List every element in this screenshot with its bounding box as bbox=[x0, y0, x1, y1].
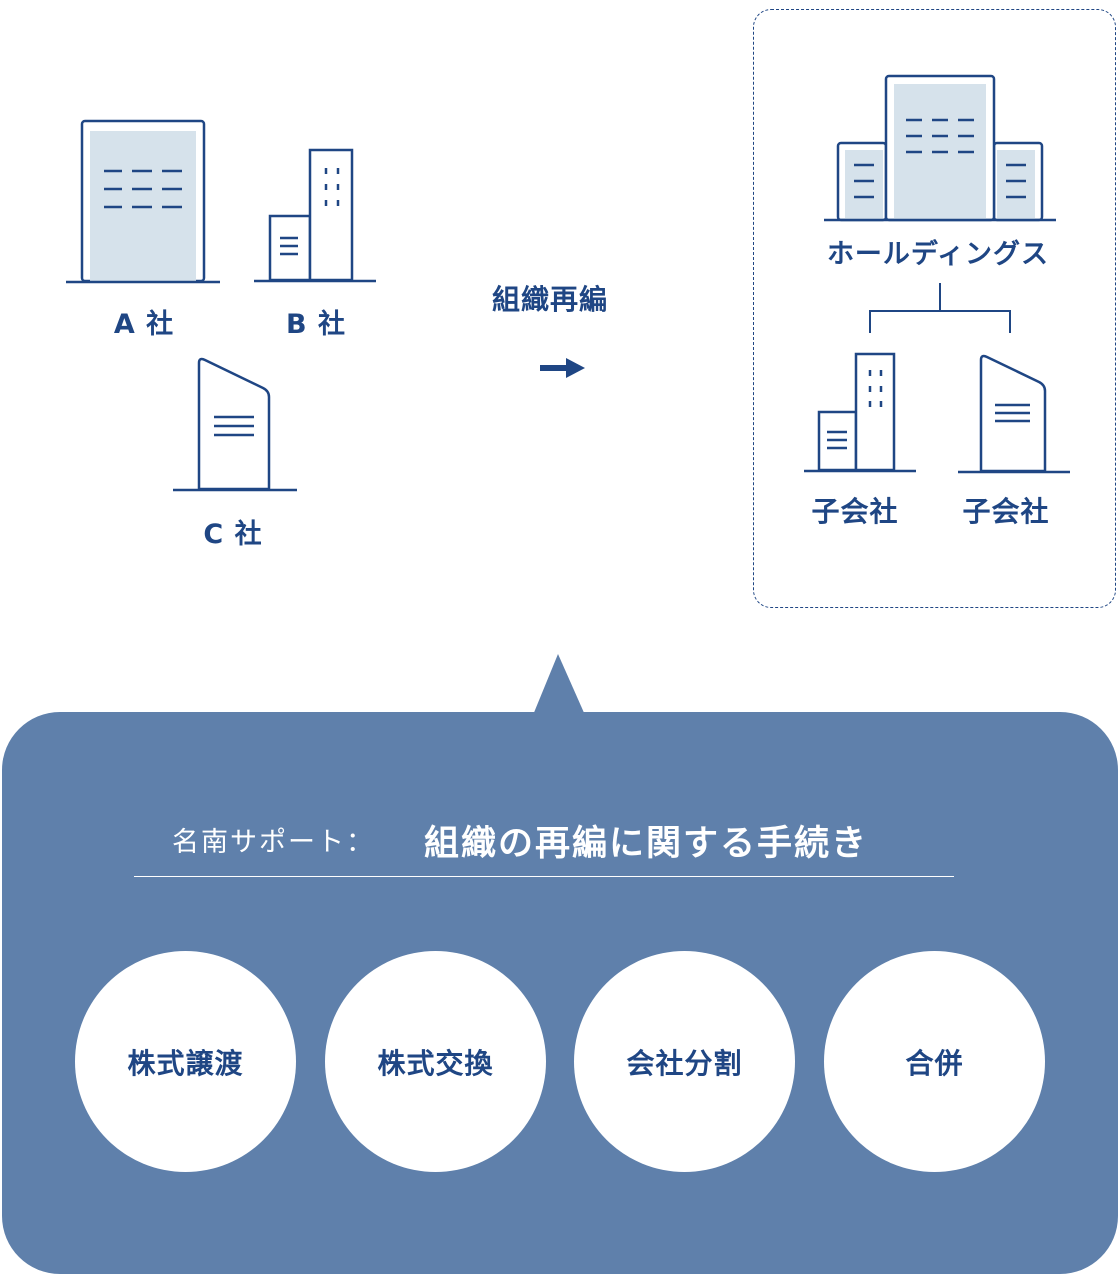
subsidiary-2-label: 子会社 bbox=[962, 495, 1050, 528]
panel-title-prefix: 名南サポート： bbox=[172, 827, 375, 858]
panel-title-main: 組織の再編に関する手続き bbox=[424, 824, 869, 864]
reorganization-label: 組織再編 bbox=[492, 283, 609, 316]
procedure-share-exchange: 株式交換 bbox=[325, 951, 546, 1172]
company-c-building-icon bbox=[173, 357, 297, 492]
arrow-right-icon bbox=[540, 358, 585, 378]
company-a-label: A 社 bbox=[113, 309, 175, 340]
procedure-merger: 合併 bbox=[824, 951, 1045, 1172]
subsidiary-1-building-icon bbox=[804, 352, 916, 473]
holdings-building-icon bbox=[824, 74, 1056, 222]
company-b-building-icon bbox=[254, 148, 376, 283]
procedure-company-split: 会社分割 bbox=[574, 951, 795, 1172]
subsidiary-2-building-icon bbox=[958, 354, 1070, 474]
panel-title: 名南サポート： 組織の再編に関する手続き bbox=[134, 808, 954, 877]
holdings-structure-box bbox=[753, 9, 1116, 608]
company-c-label: C 社 bbox=[203, 519, 263, 550]
procedure-share-transfer: 株式譲渡 bbox=[75, 951, 296, 1172]
subsidiary-1-label: 子会社 bbox=[811, 495, 899, 528]
company-a-building-icon bbox=[66, 119, 220, 284]
company-b-label: B 社 bbox=[286, 309, 346, 340]
org-connector-lines bbox=[869, 283, 1011, 333]
speech-pointer bbox=[533, 654, 585, 715]
holdings-label: ホールディングス bbox=[826, 239, 1050, 270]
